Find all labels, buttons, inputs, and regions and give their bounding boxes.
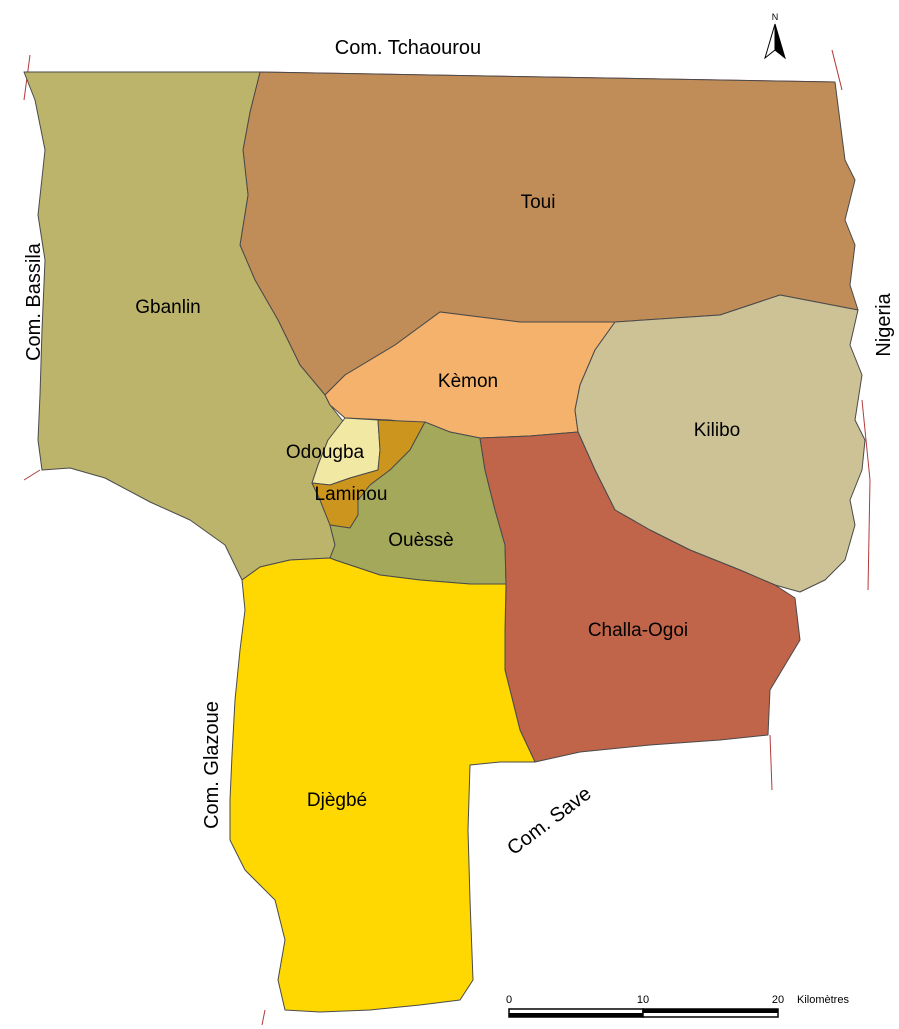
scale-fill-1 <box>509 1013 643 1017</box>
region-label-kilibo: Kilibo <box>694 420 740 441</box>
region-label-djegbe: Djègbé <box>307 790 367 811</box>
region-label-odougba: Odougba <box>286 442 365 463</box>
north-arrow-label: N <box>772 12 779 22</box>
neighbor-label-southwest: Com. Glazoue <box>201 701 223 829</box>
border-line-ne <box>831 49 843 91</box>
region-label-laminou: Laminou <box>315 484 388 505</box>
scale-bar: 0 10 20 Kilomètres <box>506 994 849 1018</box>
region-djegbe[interactable] <box>229 557 536 1013</box>
scale-tick-0: 0 <box>506 994 512 1006</box>
border-line-east <box>861 399 871 591</box>
neighbor-label-south: Com. Save <box>503 783 595 860</box>
border-line-sw <box>23 469 41 481</box>
region-label-kemon: Kèmon <box>438 371 498 392</box>
region-label-challa-ogoi: Challa-Ogoi <box>588 620 688 641</box>
scale-unit: Kilomètres <box>797 994 849 1006</box>
neighbor-label-north: Com. Tchaourou <box>335 37 481 59</box>
scale-tick-20: 20 <box>772 994 784 1006</box>
border-line-se <box>769 734 773 791</box>
neighbor-label-west: Com. Bassila <box>23 242 45 361</box>
region-label-gbanlin: Gbanlin <box>135 297 201 318</box>
neighbor-label-east: Nigeria <box>873 292 895 356</box>
scale-fill-2 <box>643 1009 778 1013</box>
north-arrow-icon: N <box>764 12 786 60</box>
region-label-toui: Toui <box>521 192 556 213</box>
region-label-ouesse: Ouèssè <box>388 530 453 551</box>
border-line-bottom <box>261 1009 266 1026</box>
scale-tick-10: 10 <box>637 994 649 1006</box>
